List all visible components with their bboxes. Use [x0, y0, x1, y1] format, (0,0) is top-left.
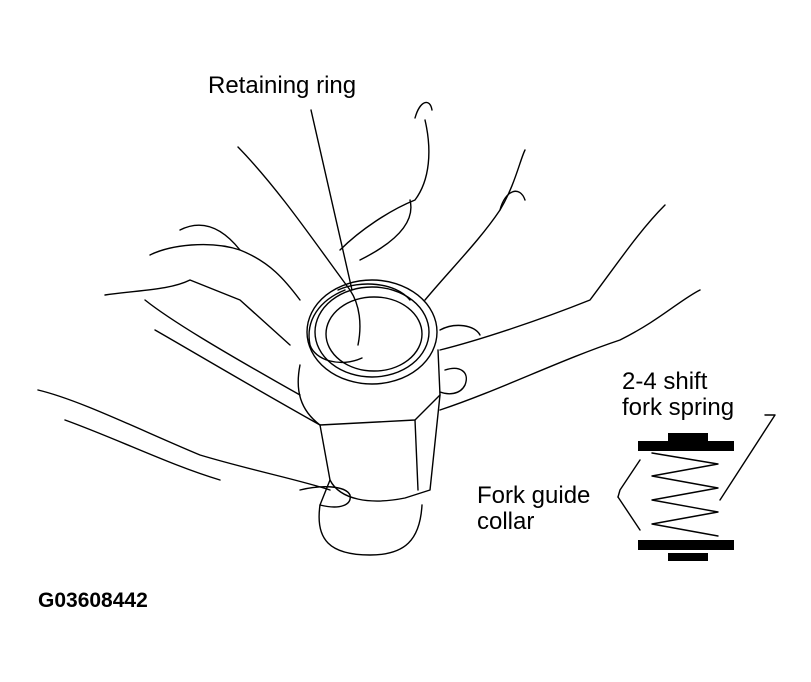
- hands: [37, 101, 701, 508]
- fork-guide-collar-label: Fork guide collar: [477, 483, 590, 535]
- figure-code: G03608442: [38, 589, 148, 612]
- spring-detail: [638, 433, 734, 561]
- collar-label-line1: Fork guide: [477, 482, 591, 509]
- retaining-ring-label: Retaining ring: [208, 72, 357, 99]
- shift-fork-spring-label: 2-4 shift fork spring: [622, 369, 734, 421]
- collar-label-line2: collar: [477, 508, 535, 535]
- spring-label-line1: 2-4 shift: [622, 368, 708, 395]
- retaining-ring-part: [306, 279, 438, 385]
- leader-lines: [310, 109, 776, 531]
- fork-guide-housing: [297, 349, 441, 556]
- spring-label-line2: fork spring: [622, 394, 735, 421]
